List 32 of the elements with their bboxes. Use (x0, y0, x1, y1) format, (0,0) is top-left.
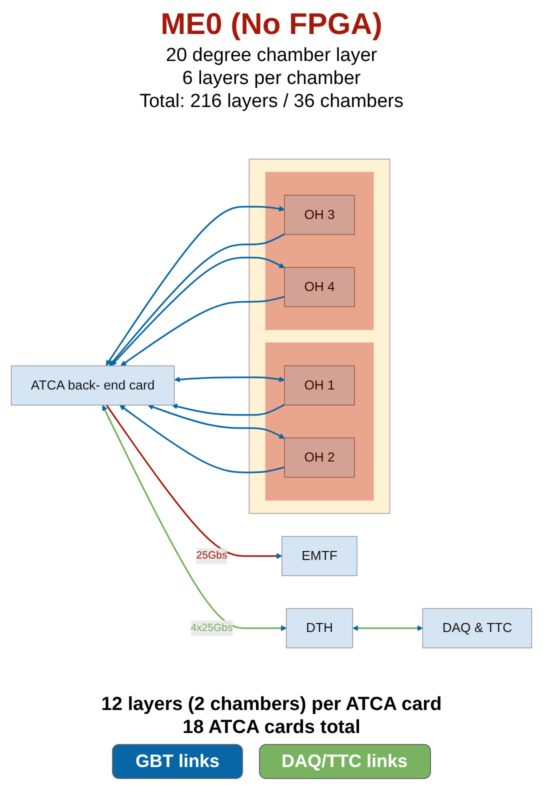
legend-item: DAQ/TTC links (258, 744, 431, 779)
note-text: 18 ATCA cards total (182, 717, 362, 739)
arrow (352, 625, 423, 632)
arrow (106, 206, 285, 366)
note-text: 12 layers (2 chambers) per ATCA card (101, 694, 442, 716)
arrow (119, 404, 285, 474)
cluster (265, 342, 374, 501)
edge-label: 25Gbs (196, 550, 228, 562)
node-box: EMTF (282, 536, 358, 576)
node-box: OH 2 (284, 438, 355, 478)
node-box: DAQ & TTC (422, 608, 532, 648)
arrow (120, 296, 285, 366)
arrow (172, 404, 285, 416)
node-box: OH 3 (284, 194, 355, 235)
node-box: OH 4 (284, 267, 355, 308)
note-text: Total: 216 layers / 36 chambers (139, 91, 404, 113)
legend-item: GBT links (112, 744, 242, 779)
edge-label: 4x25Gbs (190, 622, 233, 634)
node-box: ATCA back- end card (10, 365, 175, 406)
title: ME0 (No FPGA) (160, 8, 382, 42)
note-text: 6 layers per chamber (181, 68, 362, 90)
arrow (174, 376, 285, 382)
arrow (111, 256, 285, 366)
note-text: 20 degree chamber layer (164, 45, 378, 67)
node-box: OH 1 (284, 365, 355, 406)
cluster (248, 158, 390, 514)
node-box: DTH (286, 608, 353, 648)
arrow (102, 405, 287, 632)
arrow (106, 404, 282, 559)
arrow (148, 404, 285, 439)
cluster (265, 172, 374, 330)
arrow (109, 233, 285, 366)
